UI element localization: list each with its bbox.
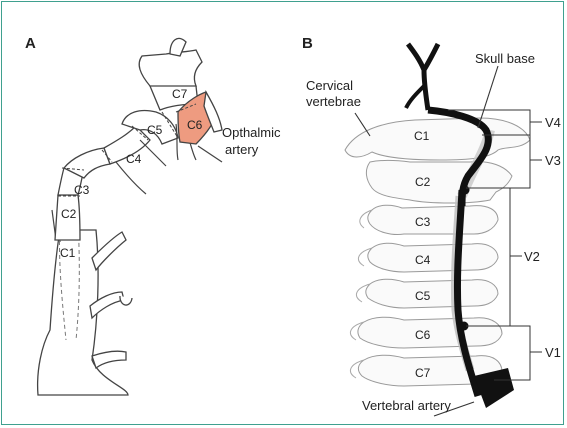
segment-v4: V4 [545, 115, 561, 130]
vertebra-c3 [368, 205, 498, 234]
vertebra-c2 [366, 161, 512, 204]
cervical-spine [345, 118, 530, 386]
b-vert-c4: C4 [415, 253, 431, 267]
branch-lower [92, 351, 126, 368]
skull-base-label: Skull base [475, 51, 535, 66]
vertebra-c4 [368, 243, 498, 272]
b-vert-c1: C1 [414, 129, 430, 143]
branch-tip [120, 296, 132, 305]
a-seg-c7: C7 [172, 87, 188, 101]
panel-b-label: B [302, 35, 313, 52]
a-seg-c4: C4 [126, 152, 142, 166]
b-vert-c3: C3 [415, 215, 431, 229]
b-vert-c6: C6 [415, 328, 431, 342]
cervical-vertebrae-label-line2: vertebrae [306, 94, 361, 109]
a-seg-c3: C3 [74, 183, 90, 197]
a-seg-c1: C1 [60, 246, 76, 260]
a-seg-c6: C6 [187, 118, 203, 132]
a-seg-c2: C2 [61, 207, 77, 221]
vertebra-c5 [366, 279, 498, 308]
panel-a-label: A [25, 35, 36, 52]
cervical-vertebrae-label-line1: Cervical [306, 78, 353, 93]
ophthalmic-label-line1: Opthalmic [222, 125, 281, 140]
carotid-trunk [38, 230, 128, 395]
segment-v1: V1 [545, 345, 561, 360]
ophthalmic-label-line2: artery [225, 142, 259, 157]
vertebra-c1 [345, 118, 530, 160]
vertebral-artery-label: Vertebral artery [362, 398, 451, 413]
b-vert-c5: C5 [415, 289, 431, 303]
b-vert-c2: C2 [415, 175, 431, 189]
segment-v2: V2 [524, 249, 540, 264]
b-vert-c7: C7 [415, 366, 431, 380]
c7-top-branch [139, 50, 202, 86]
segment-v3: V3 [545, 153, 561, 168]
a-seg-c5: C5 [147, 123, 163, 137]
